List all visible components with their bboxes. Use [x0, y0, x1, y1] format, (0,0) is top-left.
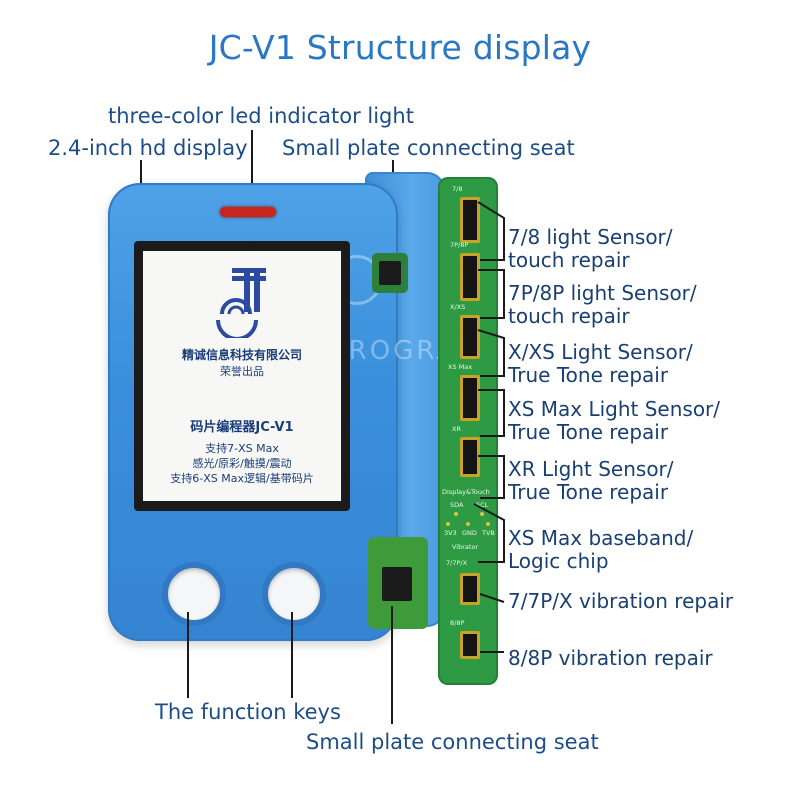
board-pad — [486, 522, 490, 526]
screen-company: 精诚信息科技有限公司 — [181, 348, 302, 362]
side-pcb-board: 7/8 7P/8P X/XS XS Max XR Display&Touch S… — [438, 177, 498, 685]
led-indicator — [220, 207, 276, 217]
board-label-scl: SCL — [476, 501, 489, 509]
board-label-8-8p: 8/8P — [450, 619, 465, 627]
screen-product: 码片编程器JC-V1 — [190, 420, 294, 435]
display-callout: 2.4-inch hd display — [48, 136, 248, 160]
board-label-7p-8p: 7P/8P — [450, 241, 469, 249]
board-label-3v3: 3V3 — [444, 529, 457, 537]
board-slot-7-7p-x — [460, 573, 480, 605]
display-screen — [143, 251, 341, 501]
led-leader-line — [251, 130, 253, 208]
board-label-vibrator: Vibrator — [452, 543, 479, 551]
side-label-7p-8p: 7P/8P light Sensor/ touch repair — [508, 281, 697, 328]
screen-support-1: 支持7-XS Max — [205, 442, 279, 455]
function-key-right[interactable] — [262, 562, 326, 626]
board-pad — [446, 522, 450, 526]
board-label-sda: SDA — [450, 501, 464, 509]
screen-support-2: 感光/原彩/触摸/震动 — [192, 457, 292, 470]
small-plate-bottom-callout: Small plate connecting seat — [306, 730, 599, 754]
side-label-8-8p-vibration: 8/8P vibration repair — [508, 646, 713, 670]
function-key-leader-right — [291, 612, 293, 698]
small-plate-connector-top — [372, 253, 408, 293]
function-key-left[interactable] — [162, 562, 226, 626]
board-label-7-8: 7/8 — [452, 185, 463, 193]
function-key-leader-left — [187, 612, 189, 698]
board-label-tvb: TVB — [482, 529, 495, 537]
board-pad — [480, 512, 484, 516]
small-plate-top-callout: Small plate connecting seat — [282, 136, 575, 160]
function-keys-callout: The function keys — [155, 700, 341, 724]
board-pad — [454, 512, 458, 516]
board-label-7-7p-x: 7/7P/X — [446, 559, 468, 567]
board-pad — [466, 522, 470, 526]
board-label-xr: XR — [452, 425, 461, 433]
side-bracket-lines — [473, 201, 505, 653]
screen-support-3: 支持6-XS Max逻辑/基带码片 — [170, 472, 314, 485]
screen-produced: 荣誉出品 — [220, 365, 264, 378]
side-label-xs-max: XS Max Light Sensor/ True Tone repair — [508, 397, 721, 444]
board-slot-7p-8p — [460, 253, 480, 301]
board-label-x-xs: X/XS — [450, 303, 466, 311]
board-label-xs-max: XS Max — [448, 363, 473, 371]
side-label-7-7p-x-vibration: 7/7P/X vibration repair — [508, 589, 734, 613]
side-label-x-xs: X/XS Light Sensor/ True Tone repair — [508, 340, 693, 387]
led-callout: three-color led indicator light — [108, 104, 414, 128]
board-label-display-touch: Display&Touch — [442, 488, 490, 496]
small-plate-bottom-leader-line — [391, 606, 393, 724]
side-label-baseband: XS Max baseband/ Logic chip — [508, 526, 694, 573]
company-logo-icon — [216, 268, 266, 338]
board-slot-7-8 — [460, 197, 480, 243]
board-slot-8-8p — [460, 631, 480, 659]
side-label-xr: XR Light Sensor/ True Tone repair — [508, 457, 674, 504]
side-label-7-8: 7/8 light Sensor/ touch repair — [508, 225, 673, 272]
watermark-text: PROGRAMMER — [330, 336, 549, 366]
board-slot-x-xs — [460, 315, 480, 359]
small-plate-connector-bottom — [368, 537, 428, 629]
board-label-gnd: GND — [462, 529, 477, 537]
page-title: JC-V1 Structure display — [208, 28, 592, 67]
board-slot-xs-max — [460, 375, 480, 421]
